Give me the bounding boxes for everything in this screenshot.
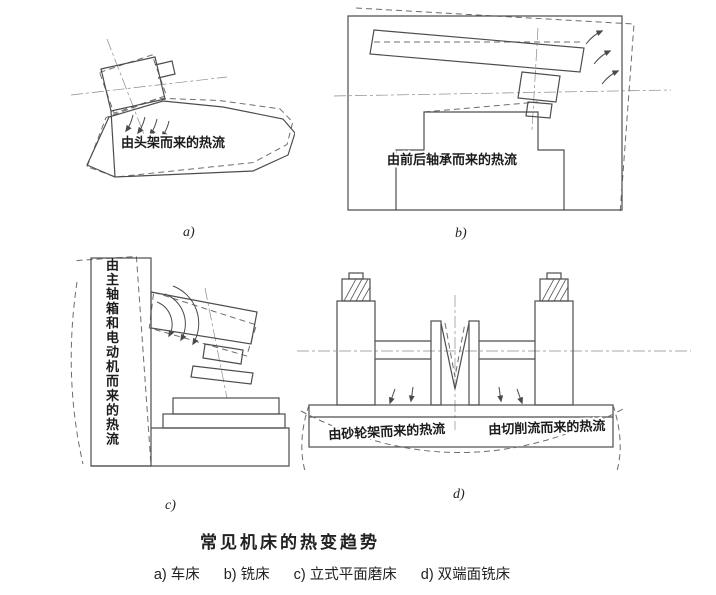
panel-d-double-end-miller: 由砂轮架而来的热流 由切削流而来的热流 d) (295, 265, 695, 510)
centerlines (297, 295, 691, 430)
milling-machine-drawing: 由前后轴承而来的热流 (333, 7, 672, 215)
heat-flow-annotation-d-right: 由切削流而来的热流 (488, 418, 605, 437)
heat-flow-annotation-d-left: 由砂轮架而来的热流 (328, 421, 446, 442)
figure-legend: a) 车床 b) 铣床 c) 立式平面磨床 d) 双端面铣床 (0, 563, 664, 584)
panel-label-c: c) (165, 498, 176, 513)
solid-outline (90, 257, 290, 467)
panel-label-d: d) (453, 487, 465, 502)
lathe-drawing: 由头架而来的热流 (70, 38, 295, 178)
figure-caption: 常见机床的热变趋势 (200, 533, 380, 552)
heat-arc-arrows (156, 285, 200, 346)
panel-label-b: b) (455, 226, 467, 241)
legend-item-c: c) 立式平面磨床 (293, 567, 397, 583)
solid-outline (86, 56, 295, 178)
panel-a-lathe: 由头架而来的热流 a) (55, 5, 295, 248)
deformed-outline-dashed (300, 322, 624, 472)
motor-hatching (343, 278, 569, 302)
solid-outline (347, 15, 623, 211)
legend-item-b: b) 铣床 (223, 567, 270, 583)
deformed-outline-dashed (86, 54, 294, 178)
panel-b-milling-machine: 由前后轴承而来的热流 b) (330, 0, 675, 248)
surface-grinder-drawing (70, 255, 290, 467)
heat-flow-annotation-a: 由头架而来的热流 (121, 135, 225, 150)
centerlines (204, 287, 228, 399)
heat-arrows (389, 386, 523, 405)
deformed-outline-dashed (355, 7, 635, 215)
legend-item-d: d) 双端面铣床 (420, 567, 511, 583)
centerlines (70, 38, 228, 138)
centerlines (333, 27, 672, 131)
heat-arrows (585, 30, 620, 85)
heat-flow-annotation-b: 由前后轴承而来的热流 (387, 152, 517, 167)
heat-flow-annotation-c: 由主轴箱和电动机而来的热流 (104, 258, 119, 447)
legend-item-a: a) 车床 (153, 567, 200, 583)
double-end-miller-drawing: 由砂轮架而来的热流 由切削流而来的热流 (297, 272, 691, 472)
panel-c-surface-grinder: 由主轴箱和电动机而来的热流 c) (55, 248, 295, 514)
panel-label-a: a) (183, 225, 195, 240)
heat-arrows (125, 114, 170, 139)
